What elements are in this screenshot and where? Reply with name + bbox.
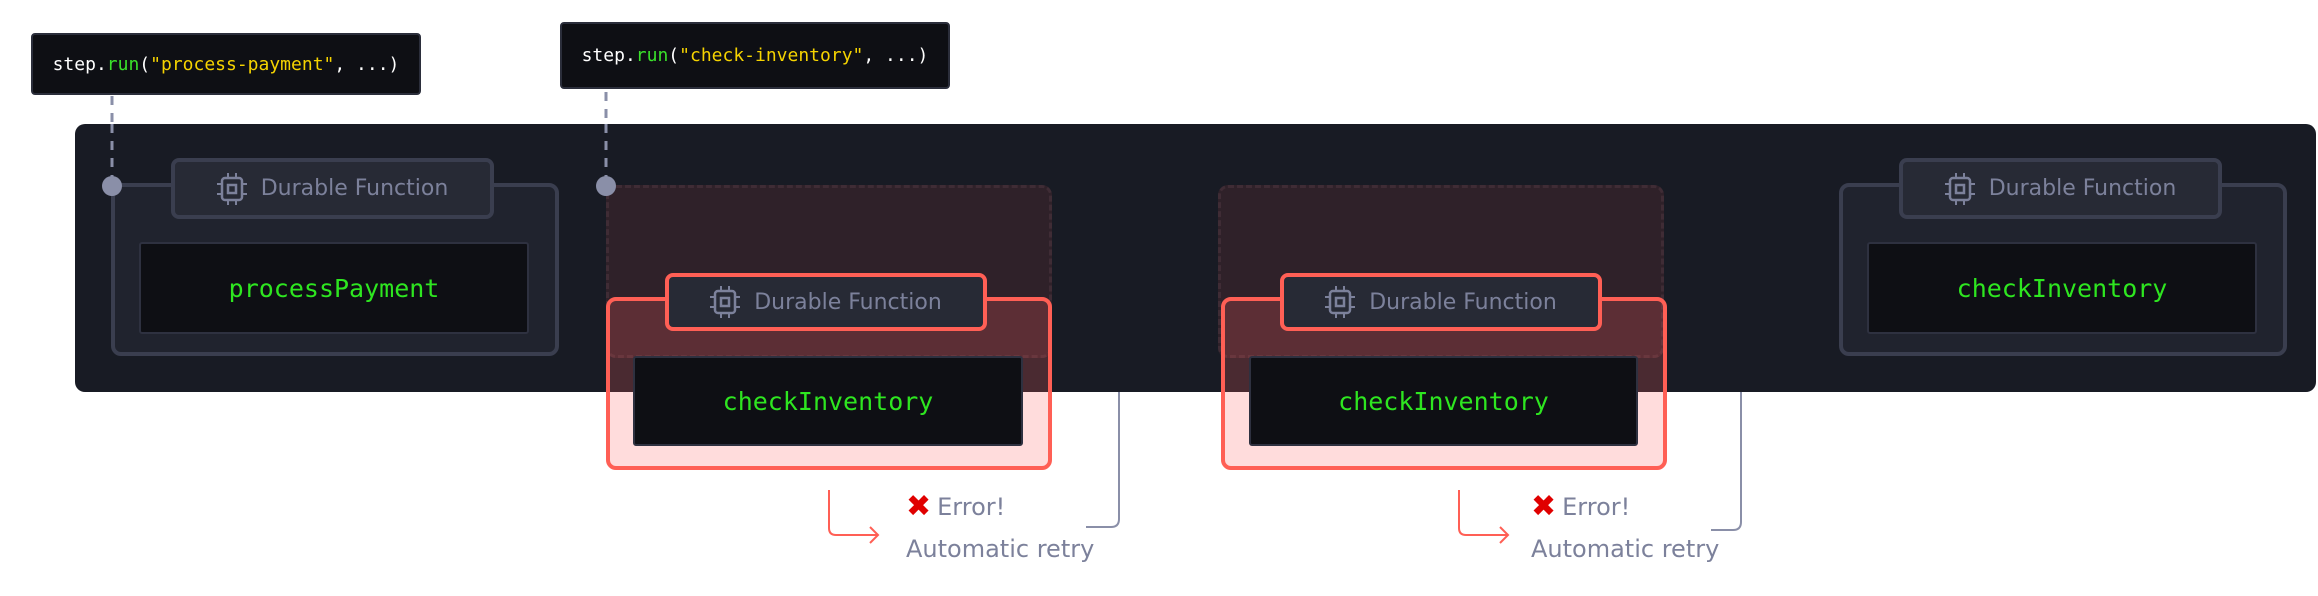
function-name-box: processPayment: [139, 242, 529, 334]
function-name-box: checkInventory: [633, 356, 1023, 446]
cpu-chip-icon: [1325, 286, 1356, 318]
function-name-box: checkInventory: [1249, 356, 1638, 446]
step-marker-dot: [102, 176, 122, 196]
badge-label: Durable Function: [260, 176, 449, 201]
badge-label: Durable Function: [1369, 289, 1557, 315]
cpu-chip-icon: [216, 172, 247, 205]
badge-label: Durable Function: [754, 289, 942, 315]
cpu-chip-icon: [1944, 172, 1975, 205]
durable-function-badge: Durable Function: [1280, 273, 1602, 331]
badge-label: Durable Function: [1988, 176, 2177, 201]
x-mark-icon: ✖: [1531, 489, 1557, 524]
durable-function-badge: Durable Function: [1899, 158, 2222, 219]
error-message: ✖Error!: [906, 489, 1006, 524]
error-message: ✖Error!: [1531, 489, 1631, 524]
code-label-check-inventory: step.run("check-inventory", ...): [560, 22, 950, 89]
error-arrow: [828, 490, 880, 544]
retry-label: Automatic retry: [1531, 535, 1720, 563]
x-mark-icon: ✖: [906, 489, 932, 524]
step-marker-dot: [596, 176, 616, 196]
retry-label: Automatic retry: [906, 535, 1095, 563]
durable-function-badge: Durable Function: [665, 273, 987, 331]
code-label-process-payment: step.run("process-payment", ...): [31, 33, 421, 95]
error-arrow: [1458, 490, 1510, 544]
cpu-chip-icon: [710, 286, 741, 318]
durable-function-badge: Durable Function: [171, 158, 494, 219]
function-name-box: checkInventory: [1867, 242, 2257, 334]
